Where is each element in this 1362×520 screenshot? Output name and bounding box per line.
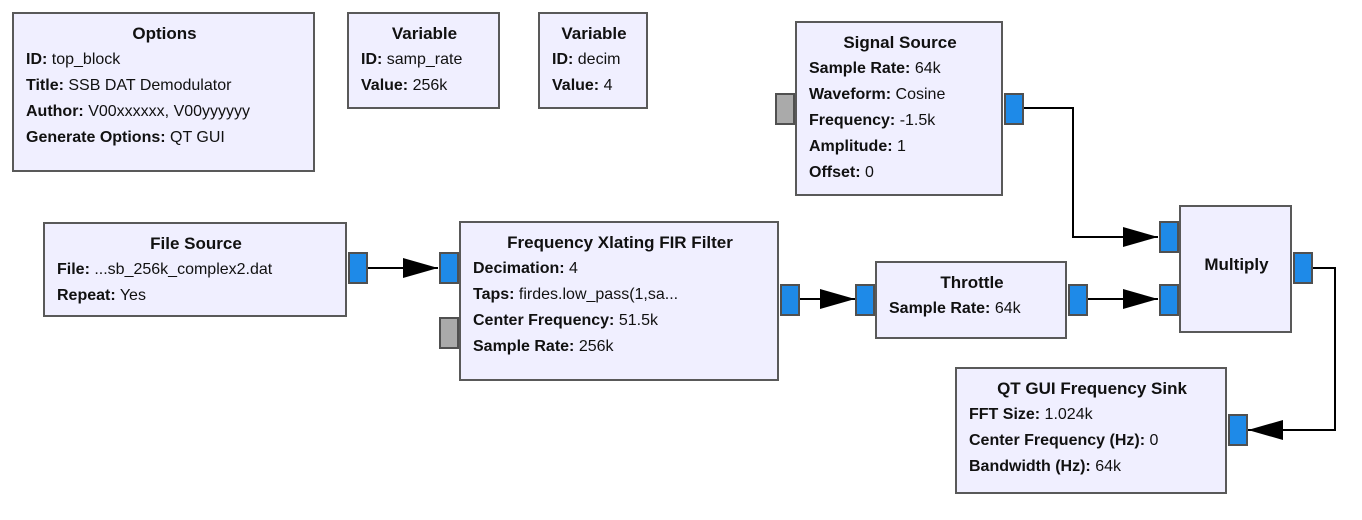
arrow-signal-to-multiply — [1123, 227, 1158, 247]
arrow-xlating-to-throttle — [820, 289, 855, 309]
multiply-input-port-1[interactable] — [1159, 284, 1179, 316]
variable-decim-block[interactable]: Variable ID: decim Value: 4 — [538, 12, 648, 109]
freq-xlating-input-port[interactable] — [439, 252, 459, 284]
multiply-input-port-0[interactable] — [1159, 221, 1179, 253]
param-row: Waveform: Cosine — [809, 86, 946, 103]
param-row: Generate Options: QT GUI — [26, 129, 225, 146]
param-row: Value: 256k — [361, 77, 448, 94]
param-row: Bandwidth (Hz): 64k — [969, 458, 1121, 475]
param-row: FFT Size: 1.024k — [969, 406, 1093, 423]
param-row: ID: decim — [552, 51, 621, 68]
block-title: Multiply — [1204, 255, 1269, 274]
variable-samp-rate-block[interactable]: Variable ID: samp_rate Value: 256k — [347, 12, 500, 109]
param-row: Center Frequency: 51.5k — [473, 312, 658, 329]
file-source-block[interactable]: File Source File: ...sb_256k_complex2.da… — [43, 222, 347, 317]
freq-xlating-output-port[interactable] — [780, 284, 800, 316]
block-title: Throttle — [940, 273, 1004, 292]
signal-source-output-port[interactable] — [1004, 93, 1024, 125]
freq-xlating-fir-filter-block[interactable]: Frequency Xlating FIR Filter Decimation:… — [459, 221, 779, 381]
throttle-output-port[interactable] — [1068, 284, 1088, 316]
qt-gui-frequency-sink-block[interactable]: QT GUI Frequency Sink FFT Size: 1.024k C… — [955, 367, 1227, 494]
arrow-multiply-to-sink — [1248, 420, 1283, 440]
param-row: Sample Rate: 64k — [889, 300, 1021, 317]
param-row: Amplitude: 1 — [809, 138, 906, 155]
freq-sink-input-port[interactable] — [1228, 414, 1248, 446]
arrow-throttle-to-multiply — [1123, 289, 1158, 309]
multiply-output-port[interactable] — [1293, 252, 1313, 284]
param-row: Decimation: 4 — [473, 260, 578, 277]
param-row: Sample Rate: 256k — [473, 338, 614, 355]
block-title: QT GUI Frequency Sink — [997, 379, 1187, 398]
multiply-block[interactable]: Multiply — [1179, 205, 1292, 333]
param-row: Repeat: Yes — [57, 287, 146, 304]
block-title: Options — [132, 24, 197, 43]
block-title: Variable — [561, 24, 627, 43]
param-row: Frequency: -1.5k — [809, 112, 936, 129]
param-row: Author: V00xxxxxx, V00yyyyyy — [26, 103, 251, 120]
param-row: ID: samp_rate — [361, 51, 463, 68]
throttle-input-port[interactable] — [855, 284, 875, 316]
wire-signal-to-multiply — [1024, 107, 1158, 238]
param-row: Taps: firdes.low_pass(1,sa... — [473, 286, 679, 303]
throttle-block[interactable]: Throttle Sample Rate: 64k — [875, 261, 1067, 339]
block-title: Variable — [391, 24, 458, 43]
block-title: File Source — [150, 234, 242, 253]
block-title: Frequency Xlating FIR Filter — [507, 233, 733, 252]
signal-source-input-port[interactable] — [775, 93, 795, 125]
options-block[interactable]: Options ID: top_block Title: SSB DAT Dem… — [12, 12, 315, 172]
param-row: Sample Rate: 64k — [809, 60, 941, 77]
file-source-output-port[interactable] — [348, 252, 368, 284]
arrow-file-to-xlating — [403, 258, 438, 278]
param-row: File: ...sb_256k_complex2.dat — [57, 261, 273, 278]
freq-xlating-center-freq-port[interactable] — [439, 317, 459, 349]
signal-source-block[interactable]: Signal Source Sample Rate: 64k Waveform:… — [795, 21, 1003, 196]
param-row: Offset: 0 — [809, 164, 874, 181]
param-row: Title: SSB DAT Demodulator — [26, 77, 232, 94]
block-title: Signal Source — [843, 33, 957, 52]
param-row: ID: top_block — [26, 51, 121, 68]
param-row: Center Frequency (Hz): 0 — [969, 432, 1159, 449]
param-row: Value: 4 — [552, 77, 613, 94]
